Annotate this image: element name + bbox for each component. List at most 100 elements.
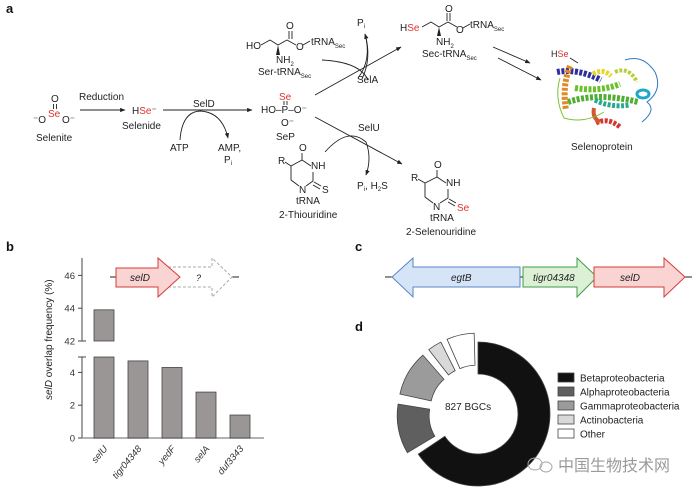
svg-text:HO: HO bbox=[246, 41, 261, 52]
donut-slice-alphaproteobacteria bbox=[396, 403, 436, 454]
svg-text:O: O bbox=[445, 4, 453, 15]
legend-label: Other bbox=[580, 430, 606, 441]
x-tick-label: selU bbox=[90, 444, 111, 466]
y-axis-label: selD overlap frequency (%) bbox=[44, 279, 55, 400]
seld-gene-label: selD bbox=[130, 273, 150, 284]
atom-o: O bbox=[51, 94, 59, 105]
bar-yedF bbox=[161, 367, 183, 439]
seld-gene-arrow-c bbox=[593, 256, 686, 299]
donut-slice-betaproteobacteria bbox=[417, 341, 551, 487]
y-tick-label: 4 bbox=[70, 368, 75, 379]
svg-text:O: O bbox=[286, 21, 294, 32]
selenouridine-label: 2-Selenouridine bbox=[406, 227, 476, 238]
egtb-gene-arrow bbox=[391, 256, 521, 299]
y-tick-label: 0 bbox=[70, 434, 75, 445]
y-tick-label: 2 bbox=[70, 401, 75, 412]
svg-text:HSe: HSe bbox=[551, 49, 569, 59]
donut-slice-gammaproteobacteria bbox=[399, 354, 445, 402]
svg-text:O: O bbox=[296, 42, 304, 53]
pi-label: Pi bbox=[224, 155, 232, 167]
svg-text:O: O bbox=[299, 143, 307, 154]
atom-o-right: O⁻ bbox=[62, 115, 75, 126]
svg-text:S: S bbox=[322, 185, 329, 196]
gene-cluster-diagram: egtB tigr04348 selD bbox=[385, 256, 692, 299]
svg-text:O⁻: O⁻ bbox=[281, 118, 294, 129]
panel-label-b: b bbox=[6, 239, 14, 254]
svg-text:NH: NH bbox=[311, 161, 325, 172]
wechat-icon bbox=[527, 457, 553, 473]
unknown-gene-arrow bbox=[168, 256, 233, 299]
watermark: 中国生物技术网 bbox=[558, 456, 670, 475]
selenoprotein-label: Selenoprotein bbox=[571, 142, 633, 153]
svg-text:HSe: HSe bbox=[400, 23, 420, 34]
svg-text:NH2: NH2 bbox=[436, 37, 454, 50]
svg-text:R: R bbox=[411, 173, 418, 184]
bar-selU-upper bbox=[93, 309, 115, 342]
selenouridine-structure: O R NH N Se tRNA 2-Selenouridine bbox=[406, 160, 476, 238]
reduction-label: Reduction bbox=[79, 92, 124, 103]
selenoprotein-structure-image: HSe Selenoprotein bbox=[551, 49, 659, 153]
translation-arrow-2 bbox=[497, 57, 542, 81]
svg-text:O: O bbox=[434, 160, 442, 171]
legend-swatch bbox=[557, 428, 575, 439]
seld-gene-arrow bbox=[115, 256, 181, 299]
ser-trna-label: Ser-tRNASec bbox=[258, 67, 311, 80]
x-tick-label: duf3343 bbox=[216, 443, 247, 477]
egtb-label: egtB bbox=[451, 273, 472, 284]
atom-se: Se bbox=[48, 109, 61, 120]
bar-selU-lower bbox=[93, 356, 115, 439]
selenide-structure: HSe⁻ Selenide bbox=[122, 106, 161, 132]
svg-text:tRNA: tRNA bbox=[430, 213, 454, 224]
legend-label: Gammaproteobacteria bbox=[580, 402, 680, 413]
panel-label-c: c bbox=[355, 239, 362, 254]
bar-tigr04348 bbox=[127, 360, 149, 439]
panel-label-a: a bbox=[6, 1, 14, 16]
sela-enzyme-label: SelA bbox=[357, 75, 378, 86]
donut-chart: 827 BGCs BetaproteobacteriaAlphaproteoba… bbox=[396, 332, 680, 487]
legend-swatch bbox=[557, 386, 575, 397]
sep-label: SeP bbox=[276, 132, 295, 143]
donut-center-label: 827 BGCs bbox=[445, 402, 491, 413]
y-tick-label: 46 bbox=[64, 271, 75, 282]
sec-trna-label: Sec-tRNASec bbox=[422, 49, 477, 62]
ser-trna-structure: HO O O tRNASec NH2 Ser-tRNASec bbox=[246, 21, 345, 80]
svg-text:tRNASec: tRNASec bbox=[311, 37, 345, 50]
y-tick-label: 44 bbox=[64, 304, 75, 315]
pathway-diagram: O Se ⁻O O⁻ Selenite Reduction HSe⁻ Selen… bbox=[33, 4, 659, 238]
svg-text:Se: Se bbox=[457, 203, 470, 214]
atp-curve-arrow bbox=[179, 110, 230, 141]
svg-text:HO–P–O⁻: HO–P–O⁻ bbox=[261, 105, 307, 116]
bar-chart: selD overlap frequency (%) selD ? 0 2 4 42 4… bbox=[44, 256, 264, 481]
atom-o-left: ⁻O bbox=[33, 115, 46, 126]
translation-arrow-1 bbox=[492, 46, 531, 64]
svg-text:tRNASec: tRNASec bbox=[470, 20, 504, 33]
selu-products-label: Pi, H2S bbox=[357, 181, 388, 193]
svg-text:O: O bbox=[456, 25, 464, 36]
selenide-label: Selenide bbox=[122, 121, 161, 132]
svg-text:HSe⁻: HSe⁻ bbox=[132, 106, 157, 117]
donut-slice-other bbox=[446, 332, 476, 370]
svg-text:NH2: NH2 bbox=[276, 55, 294, 68]
y-tick-label: 42 bbox=[64, 337, 75, 348]
seld-gene-inset: selD ? bbox=[110, 256, 239, 299]
svg-text:N: N bbox=[433, 202, 440, 213]
selu-curve bbox=[324, 135, 370, 176]
sela-pi-label: Pi bbox=[357, 18, 365, 30]
atp-label: ATP bbox=[170, 143, 189, 154]
legend-label: Betaproteobacteria bbox=[580, 374, 665, 385]
sela-arrow bbox=[314, 46, 402, 96]
tigr04348-gene-arrow bbox=[522, 256, 598, 299]
legend-swatch bbox=[557, 400, 575, 411]
seld-enzyme-label: SelD bbox=[193, 99, 215, 110]
bar-duf3343 bbox=[229, 414, 251, 439]
panel-label-d: d bbox=[355, 319, 363, 334]
thiouridine-structure: O R NH N S tRNA 2-Thiouridine bbox=[278, 143, 338, 221]
pi-release-arrow bbox=[361, 33, 369, 80]
seld-label-c: selD bbox=[620, 273, 640, 284]
legend-label: Actinobacteria bbox=[580, 416, 644, 427]
sec-trna-structure: HSe O O tRNASec NH2 Sec-tRNASec bbox=[400, 4, 504, 62]
tigr04348-label: tigr04348 bbox=[533, 273, 575, 284]
sep-structure: Se HO–P–O⁻ O⁻ SeP bbox=[261, 92, 307, 143]
legend-swatch bbox=[557, 372, 575, 383]
